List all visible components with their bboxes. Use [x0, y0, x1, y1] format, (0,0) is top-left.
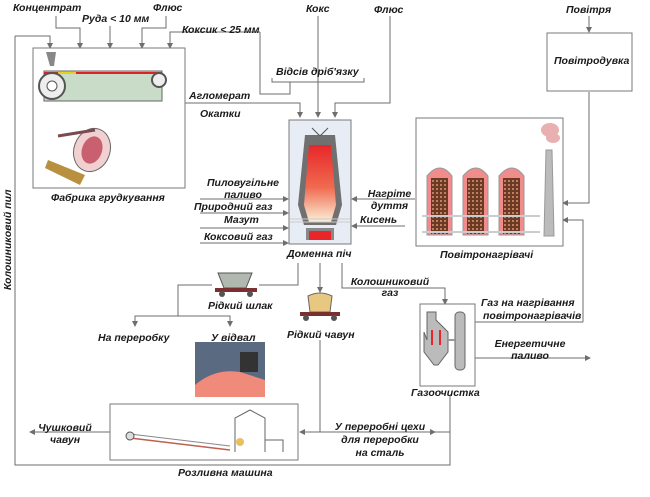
casting-machine-box [109, 403, 299, 461]
flux-sinter-flow [139, 16, 167, 49]
coke-fines-to-screening [259, 32, 291, 95]
label-natural-gas: Природний газ [194, 201, 273, 213]
slag-ladle-car [215, 272, 257, 297]
top-gas-flow [341, 263, 448, 305]
label-stoves: Повітронагрівачі [440, 249, 534, 261]
agglomerate-flow [184, 102, 303, 118]
stove-gas-return [562, 217, 584, 322]
to-dump-arrow [178, 315, 233, 327]
label-steel-shops-2: для переробки [341, 434, 419, 446]
flux-furnace-flow [332, 16, 391, 118]
label-liquid-slag: Рідкий шлак [208, 300, 273, 312]
label-ore: Руда < 10 мм [82, 13, 150, 25]
gas-cleaning-box [419, 303, 476, 387]
screening-bracket [271, 78, 365, 83]
label-coke-oven-gas: Коксовий газ [204, 231, 273, 243]
label-flux-sinter: Флюс [153, 2, 183, 14]
blast-furnace-box [288, 119, 352, 245]
label-pelletizing-plant: Фабрика грудкування [51, 192, 165, 204]
label-pulverized-coal-2: паливо [224, 189, 262, 201]
to-processing-arrow [132, 315, 178, 327]
label-pig-iron-1: Чушковий [38, 422, 92, 434]
label-oxygen: Кисень [360, 214, 398, 226]
blower-to-stoves [562, 92, 590, 206]
label-stove-gas-1: Газ на нагрівання [481, 297, 575, 309]
blower-box [546, 32, 633, 92]
slag-split [177, 284, 212, 316]
label-flux-furnace: Флюс [374, 4, 404, 16]
stoves-box [415, 117, 564, 247]
label-stove-gas-2: повітронагрівачів [483, 310, 582, 322]
label-air: Повітря [566, 4, 612, 16]
label-blower: Повітродувка [554, 55, 630, 67]
label-hot-blast-2: дуття [370, 200, 409, 212]
label-concentrate: Концентрат [13, 2, 82, 14]
label-coke-fines: Коксик < 25 мм [182, 24, 260, 36]
label-blast-furnace: Доменна піч [287, 248, 352, 260]
label-to-processing: На переробку [98, 332, 170, 344]
concentrate-flow [55, 16, 83, 49]
label-gas-cleaning: Газоочистка [411, 387, 480, 399]
label-to-dump: У відвал [211, 332, 256, 344]
label-casting-machine: Розливна машина [178, 467, 273, 479]
label-hot-blast-1: Нагріте [367, 188, 412, 200]
slag-dump-photo [195, 342, 265, 397]
pelletizing-plant-box [32, 47, 186, 189]
label-top-dust: Колошниковий пил [2, 189, 14, 290]
top-dust-return-loop [14, 36, 451, 466]
label-top-gas-2: газ [381, 287, 399, 299]
label-liquid-iron: Рідкий чавун [287, 329, 355, 341]
label-fuel-oil: Мазут [224, 214, 259, 226]
label-screening: Відсів дріб'язку [276, 66, 359, 78]
label-top-gas-1: Колошниковий [350, 276, 430, 288]
top-dust-into-plant [15, 35, 53, 49]
slag-flow [259, 263, 299, 286]
label-energy-fuel-2: паливо [511, 350, 549, 362]
iron-ladle-car [300, 292, 340, 321]
label-steel-shops-1: У переробні цехи [334, 421, 426, 433]
label-steel-shops-3: на сталь [355, 447, 405, 459]
label-pulverized-coal-1: Пиловугільне [206, 177, 280, 189]
label-energy-fuel-1: Енергетичне [494, 338, 566, 350]
coke-fines-flow [167, 31, 260, 49]
label-pig-iron-2: чавун [49, 434, 81, 446]
label-agglomerate: Агломерат [189, 90, 251, 102]
label-pellets: Окатки [200, 108, 241, 120]
label-coke: Кокс [306, 3, 330, 15]
